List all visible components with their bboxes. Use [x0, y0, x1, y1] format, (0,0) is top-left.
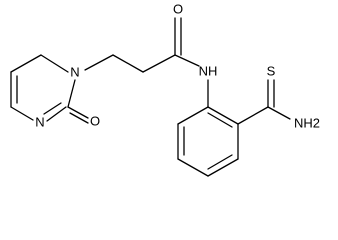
bond [207, 112, 233, 128]
bond [67, 106, 89, 119]
pyrimidinone-ring [10, 54, 89, 124]
bond [67, 79, 76, 108]
bond [69, 112, 89, 124]
atom-label-nh2: NH2 [294, 115, 320, 130]
bond [237, 106, 269, 125]
bond [46, 106, 67, 122]
chemical-structure: N N O O NH S NH2 [10, 1, 320, 177]
bond [84, 54, 114, 71]
benzene-ring [177, 79, 239, 177]
bond [10, 54, 42, 73]
bond [207, 154, 233, 170]
bond [43, 102, 62, 115]
atom-label-n1: N [70, 64, 79, 79]
bond [10, 106, 34, 121]
bond [177, 106, 209, 125]
bond [112, 54, 144, 73]
atom-label-n3: N [35, 114, 44, 129]
propanamide-chain [84, 17, 200, 73]
bond [40, 54, 69, 73]
bond [207, 158, 239, 177]
atom-label-o-amide: O [173, 1, 183, 16]
bond [174, 54, 200, 67]
bond [267, 106, 291, 120]
thioamide-group [237, 79, 291, 125]
bond [177, 158, 209, 177]
bond [142, 54, 176, 73]
atom-label-nh: NH [199, 63, 218, 78]
atom-label-o-ring: O [90, 113, 100, 128]
atom-label-s: S [267, 63, 276, 78]
bond [207, 106, 239, 125]
